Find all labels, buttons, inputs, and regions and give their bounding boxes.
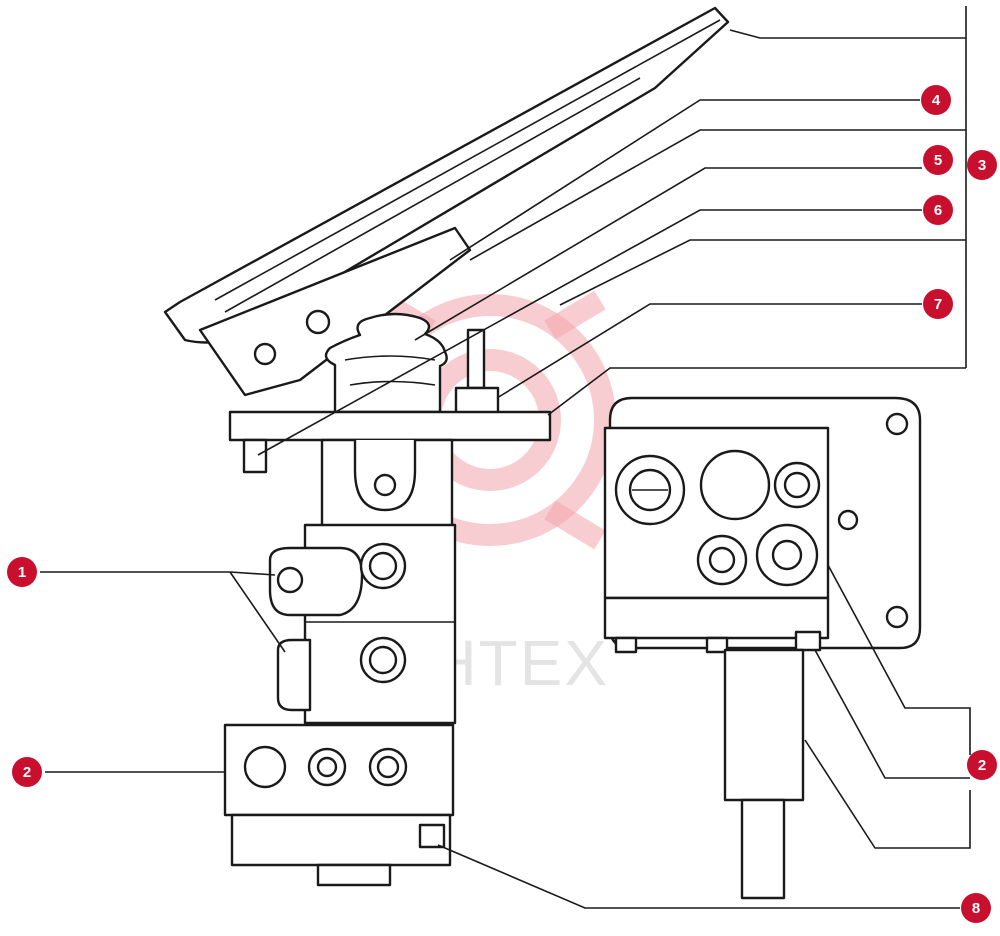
callout-7-label: 7 bbox=[934, 296, 942, 313]
callout-7: 7 bbox=[923, 289, 953, 319]
callout-6: 6 bbox=[923, 195, 953, 225]
adjust-screw bbox=[305, 309, 331, 335]
stop-nut bbox=[454, 386, 500, 416]
callout-5-label: 5 bbox=[934, 152, 942, 169]
callout-1: 1 bbox=[7, 557, 37, 587]
plug-side-2 bbox=[794, 630, 822, 652]
callout-4: 4 bbox=[921, 85, 951, 115]
callout-2-right-label: 2 bbox=[978, 757, 986, 774]
spool-stem bbox=[740, 798, 786, 900]
plug-8 bbox=[418, 823, 446, 849]
callout-5: 5 bbox=[923, 145, 953, 175]
callout-2-left-label: 2 bbox=[23, 764, 31, 781]
callout-3: 3 bbox=[967, 150, 997, 180]
mounting-plate bbox=[228, 410, 552, 442]
stop-rod bbox=[466, 328, 486, 390]
callout-6-label: 6 bbox=[934, 202, 942, 219]
callout-8-label: 8 bbox=[972, 900, 980, 917]
callout-8: 8 bbox=[961, 893, 991, 923]
callout-3-label: 3 bbox=[978, 157, 986, 174]
pedal-pivot-pin bbox=[253, 342, 277, 366]
callout-2-left: 2 bbox=[12, 757, 42, 787]
mount-bolt bbox=[242, 438, 268, 474]
leader-lines bbox=[40, 6, 971, 909]
pedal-plate bbox=[163, 6, 730, 344]
callout-1-label: 1 bbox=[18, 564, 26, 581]
spool-housing bbox=[723, 648, 805, 802]
callout-2-right: 2 bbox=[967, 750, 997, 780]
callout-4-label: 4 bbox=[932, 92, 941, 109]
valve-base bbox=[230, 813, 452, 867]
side-view-assembly bbox=[603, 396, 922, 900]
pedal-assembly bbox=[163, 6, 730, 887]
